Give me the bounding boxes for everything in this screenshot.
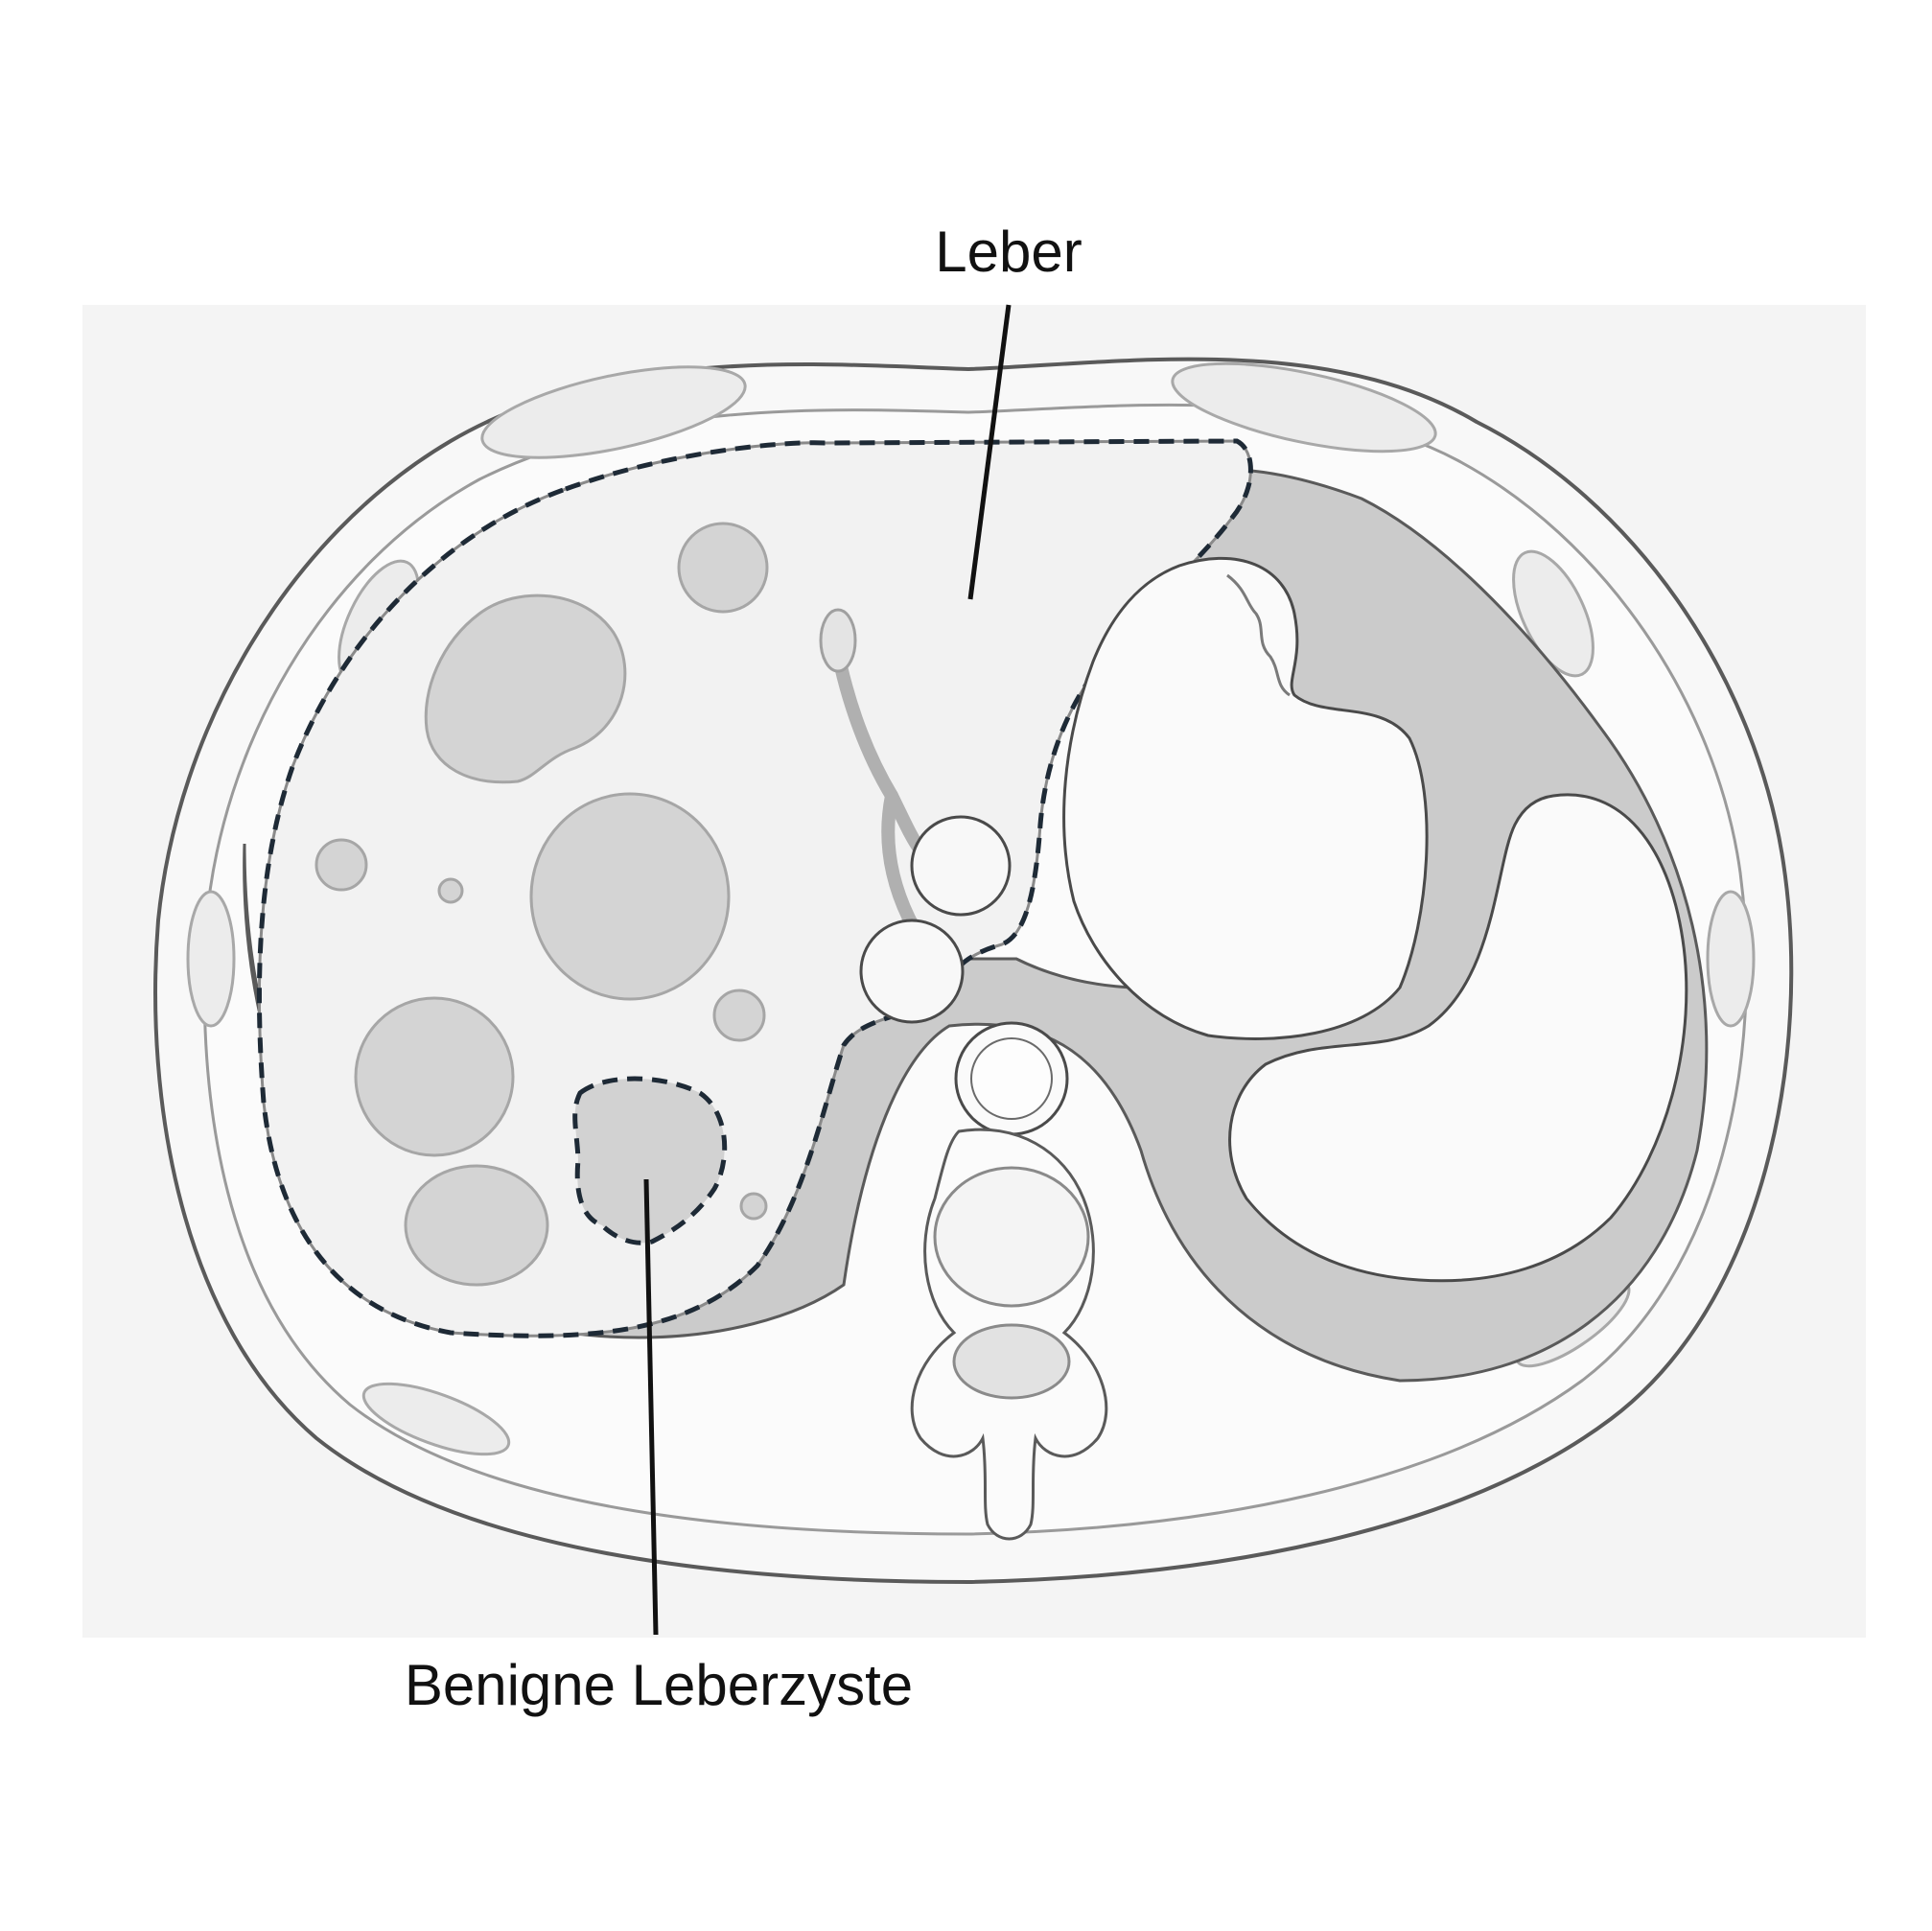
ivc — [910, 815, 1012, 917]
vertebra — [910, 1128, 1108, 1541]
liver-dashed-outline — [256, 438, 1253, 1338]
spleen — [1228, 793, 1688, 1283]
benign-cyst — [572, 1076, 728, 1245]
cyst-lower-left — [404, 1164, 549, 1287]
leader-line-cyst — [643, 1178, 659, 1636]
cyst-large-center — [529, 792, 731, 1001]
label-benign-cyst: Benigne Leberzyste — [405, 1653, 913, 1717]
cyst-tiny-1 — [437, 877, 464, 904]
stomach — [1062, 556, 1429, 1040]
leader-line-liver — [967, 304, 1012, 600]
cyst-left-middle — [354, 996, 515, 1157]
cyst-small-left — [314, 838, 368, 892]
spinal-canal — [952, 1323, 1071, 1400]
liver-cysts — [314, 522, 769, 1287]
label-liver: Leber — [935, 220, 1082, 284]
cyst-upper — [677, 522, 769, 614]
stomach-rugae — [1226, 573, 1291, 697]
cyst-small-right — [712, 989, 766, 1042]
portal-vessel — [819, 608, 857, 673]
cyst-lobulated — [424, 593, 627, 784]
portal-vein — [859, 919, 965, 1024]
hilum-vessels — [859, 815, 1012, 1024]
cyst-tiny-2 — [739, 1192, 768, 1221]
aorta-inner — [970, 1037, 1053, 1120]
vertebral-body — [933, 1166, 1090, 1308]
